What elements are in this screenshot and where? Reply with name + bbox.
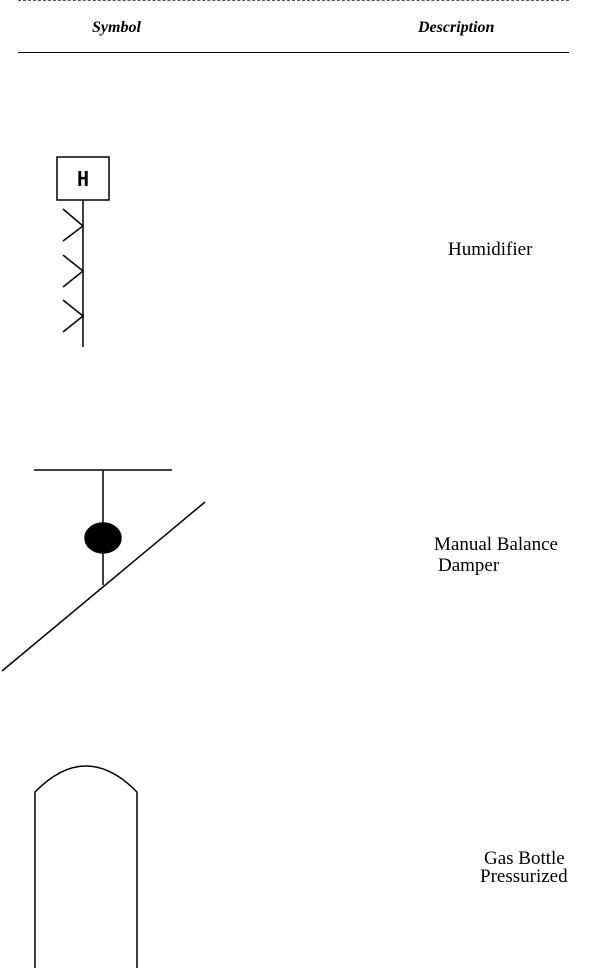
humidifier-chevron — [62, 299, 85, 333]
description-line: Damper — [438, 555, 500, 576]
description-line: Gas Bottle — [484, 848, 565, 869]
gas-bottle-outline — [34, 765, 138, 968]
humidifier-chevron — [62, 254, 85, 288]
description-line: Pressurized — [480, 866, 568, 887]
humidifier-letter: H — [77, 167, 89, 191]
gas-bottle-description: Gas Bottle Pressurized — [480, 848, 568, 887]
humidifier-icon: H — [56, 156, 110, 347]
symbol-column-header: Symbol — [92, 19, 141, 36]
damper-handle-dot — [84, 522, 122, 554]
humidifier-description: Humidifier — [448, 239, 532, 260]
description-column-header: Description — [418, 19, 495, 36]
gas-bottle-icon — [34, 765, 138, 968]
humidifier-chevron — [62, 208, 85, 242]
description-line: Manual Balance — [434, 534, 558, 555]
damper-blade — [1, 501, 206, 672]
manual-balance-damper-icon — [1, 469, 206, 672]
manual-balance-damper-description: Manual Balance Damper — [434, 534, 558, 576]
top-rule — [18, 0, 569, 1]
header-rule — [18, 52, 569, 53]
description-line: Humidifier — [448, 239, 533, 260]
